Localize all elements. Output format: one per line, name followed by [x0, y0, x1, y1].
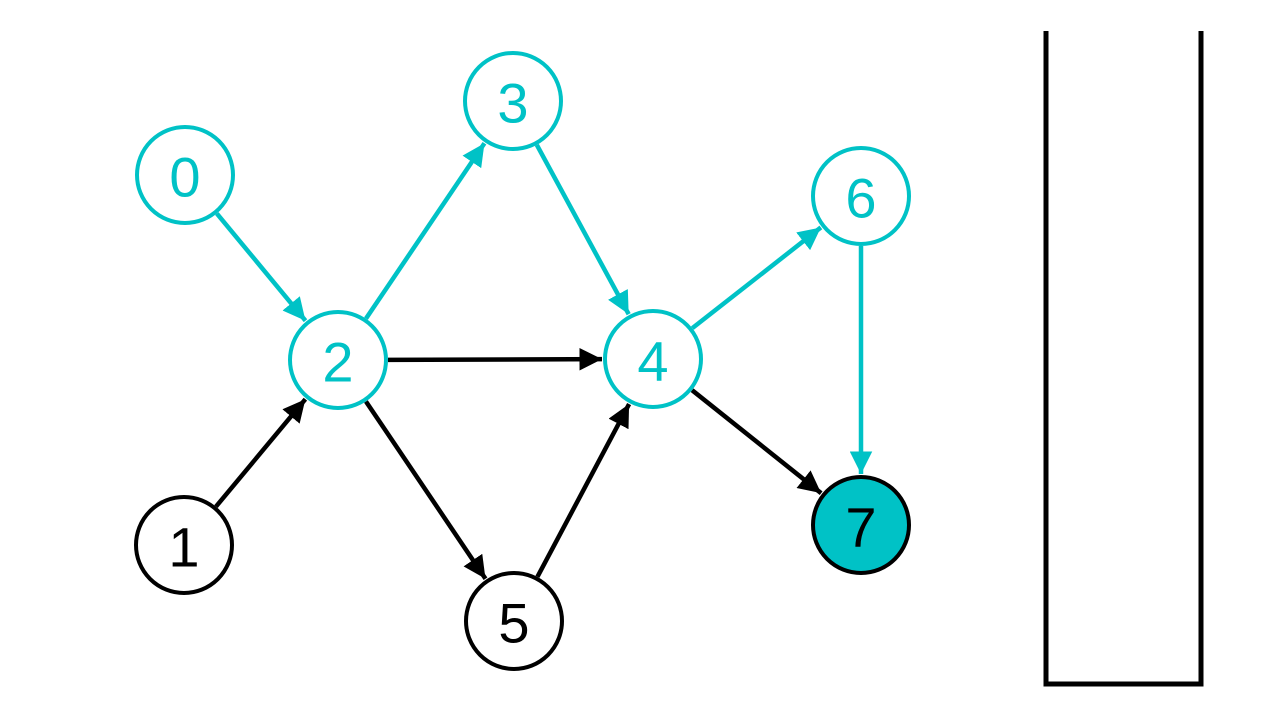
graph-node-1: 1 [134, 495, 234, 595]
node-circle-0 [135, 125, 235, 225]
graph-node-6: 6 [811, 146, 911, 246]
graph-node-7: 7 [811, 475, 911, 575]
node-circle-4 [603, 309, 703, 409]
edge-0-to-2 [215, 212, 308, 323]
node-label-5: 5 [498, 592, 529, 655]
graph-node-3: 3 [463, 51, 563, 151]
node-circle-3 [463, 51, 563, 151]
edge-5-to-4 [535, 402, 632, 578]
stack-container [1043, 31, 1204, 687]
node-label-6: 6 [845, 167, 876, 230]
node-label-1: 1 [168, 516, 199, 579]
graph-node-0: 0 [135, 125, 235, 225]
edge-4-to-6 [690, 225, 823, 330]
node-circle-6 [811, 146, 911, 246]
node-circle-7 [811, 475, 911, 575]
edge-4-to-7 [690, 388, 823, 495]
edge-2-to-3 [364, 141, 487, 320]
node-label-3: 3 [497, 72, 528, 135]
node-label-7: 7 [845, 496, 876, 559]
node-circle-1 [134, 495, 234, 595]
edge-1-to-2 [214, 397, 308, 509]
node-label-0: 0 [169, 146, 200, 209]
edge-2-to-4 [387, 347, 603, 371]
node-circle-5 [464, 571, 564, 671]
graph-node-5: 5 [464, 571, 564, 671]
graph-node-4: 4 [603, 309, 703, 409]
node-label-4: 4 [637, 330, 668, 393]
node-circle-2 [288, 310, 388, 410]
node-label-2: 2 [322, 331, 353, 394]
edge-2-to-5 [364, 400, 488, 580]
edge-3-to-4 [534, 143, 631, 316]
graph-node-2: 2 [288, 310, 388, 410]
